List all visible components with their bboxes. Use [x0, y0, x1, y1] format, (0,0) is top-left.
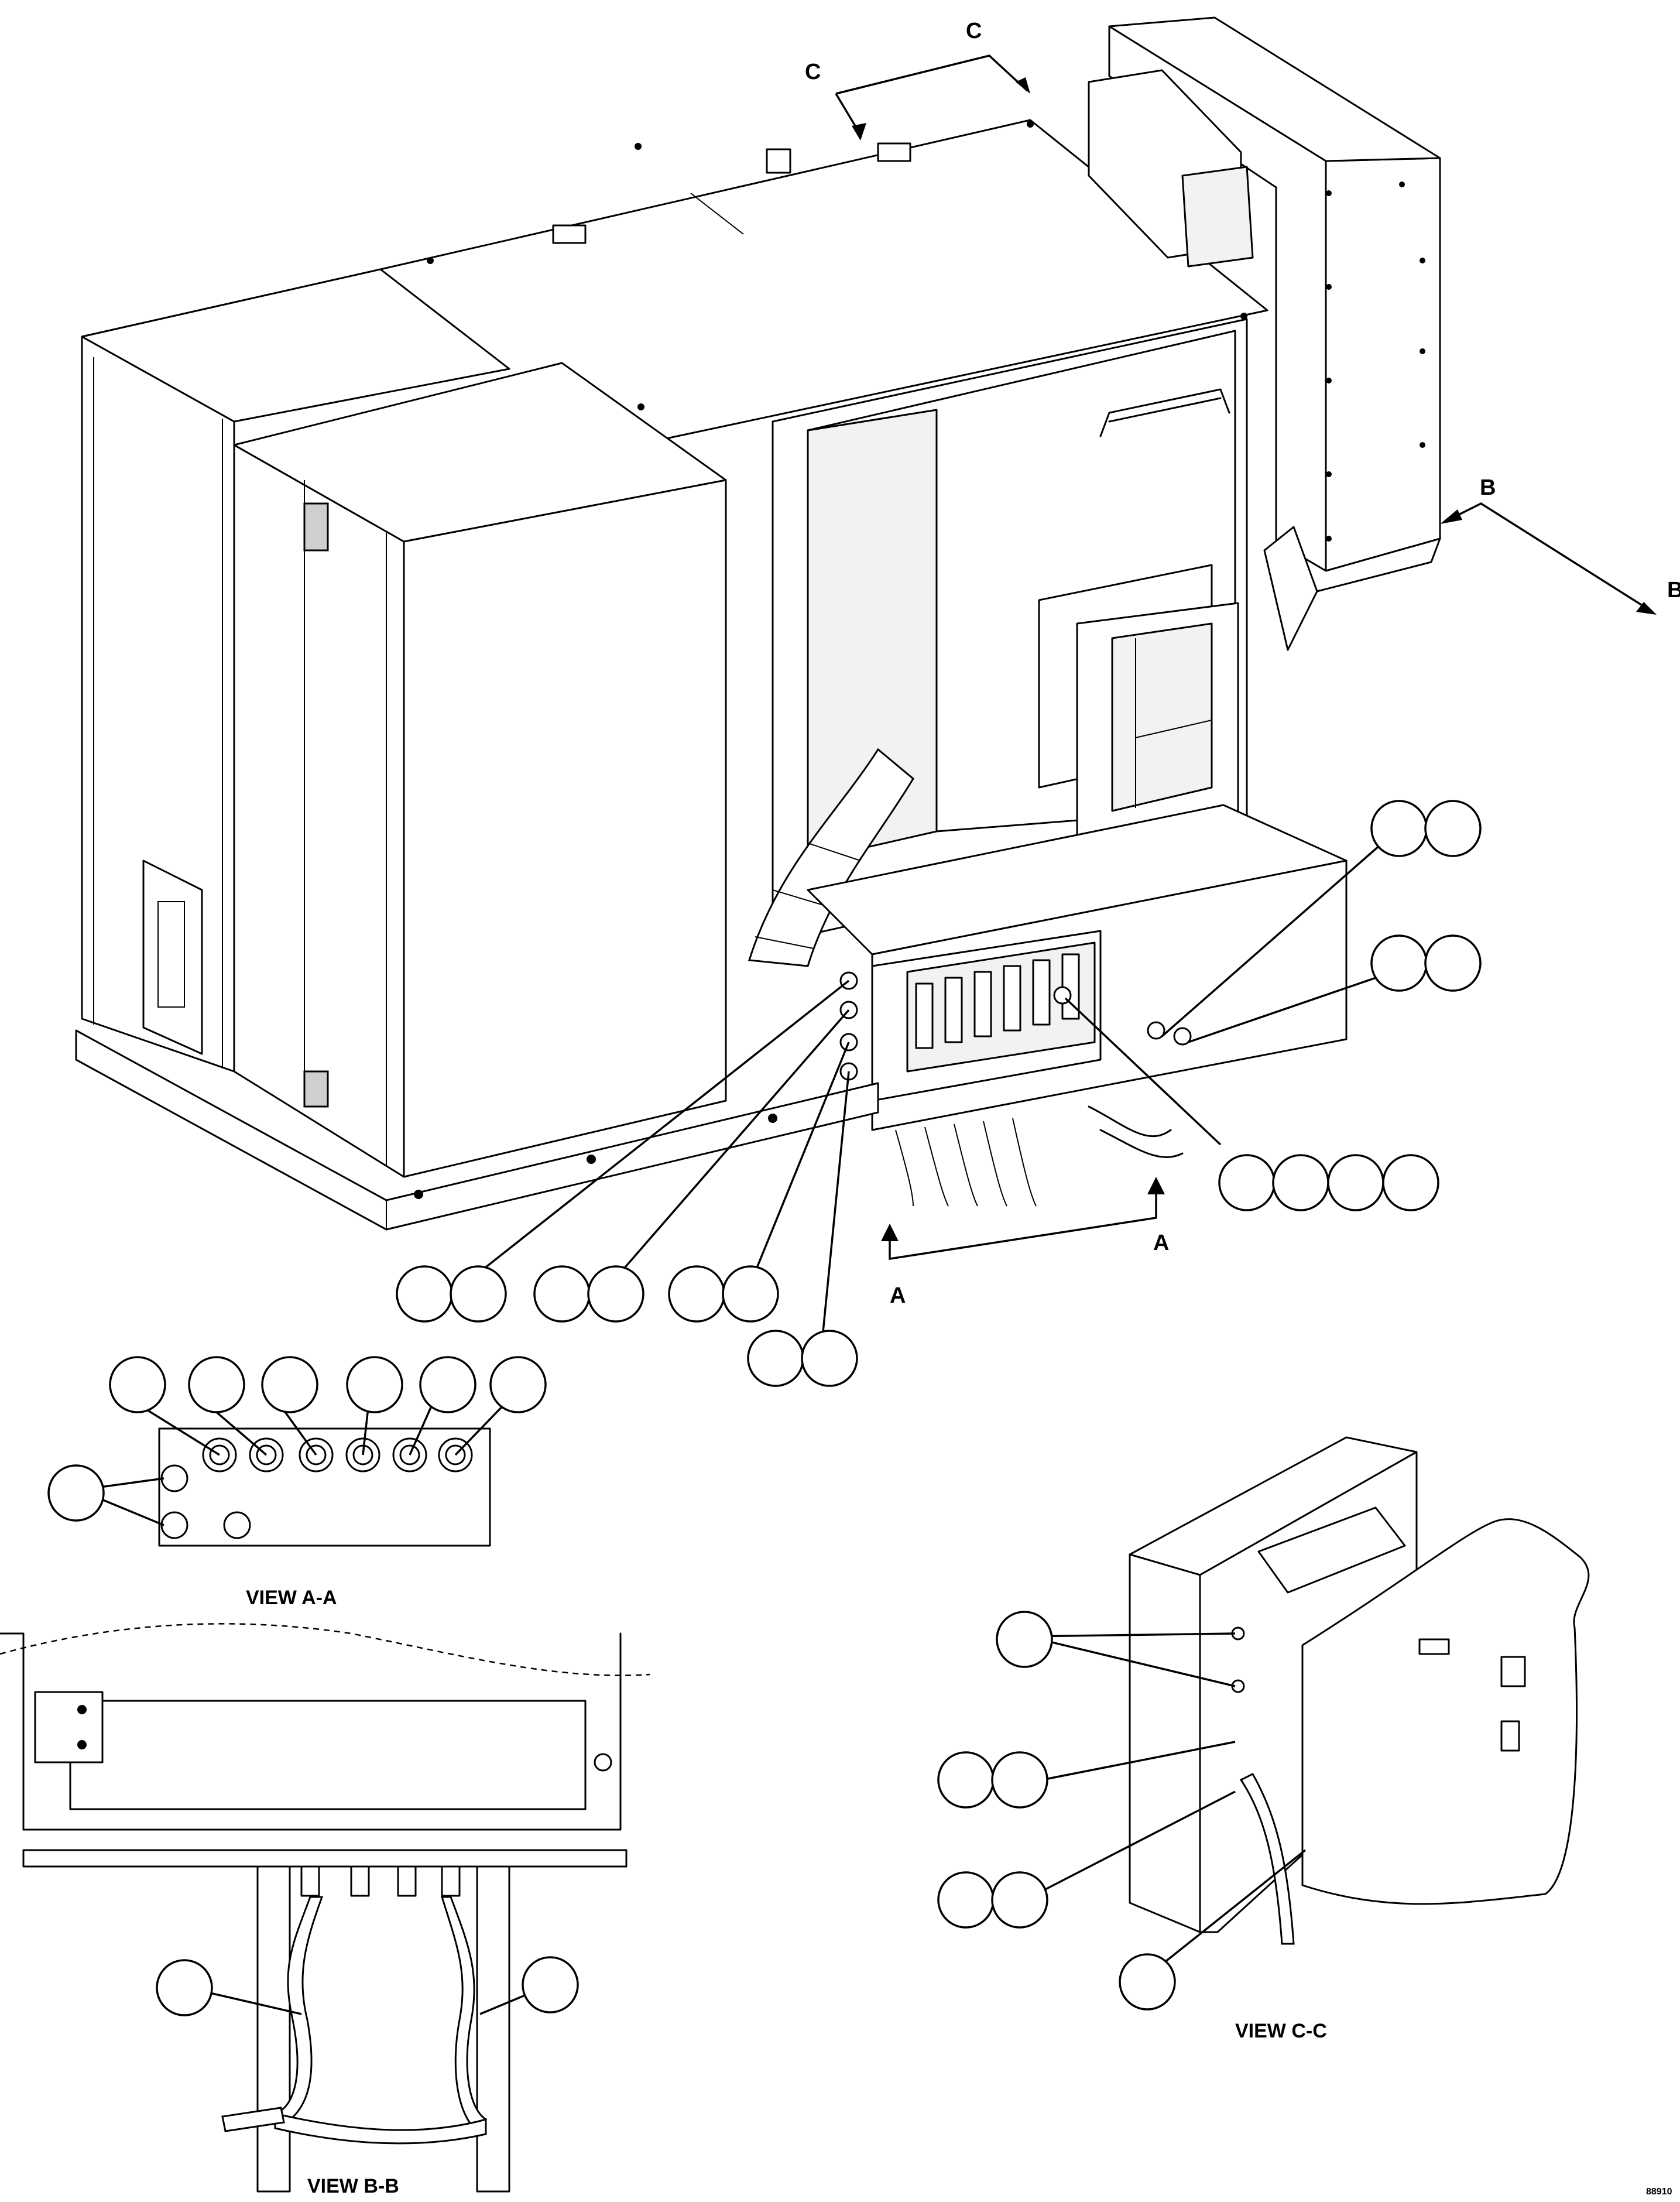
- middle-cabinet-side: [403, 479, 727, 1178]
- view-a-a: VIEW A-A: [47, 1356, 547, 1609]
- callout-bubble: [1370, 934, 1428, 992]
- callout-bubble: [156, 1959, 213, 2016]
- callout-bubble: [937, 1871, 995, 1929]
- callout-bubble: [1370, 800, 1428, 857]
- callout-bubble: [533, 1265, 591, 1323]
- callout-bubble: [1272, 1154, 1329, 1211]
- access-plate: [142, 859, 203, 1055]
- callout-bubble: [991, 1871, 1048, 1929]
- duct-opening: [1111, 622, 1213, 812]
- view-b-bottom-rail: [22, 1849, 628, 1868]
- callout-bubble: [419, 1356, 476, 1413]
- callout-bubble: [1218, 1154, 1276, 1211]
- view-b-connectors: [300, 1865, 461, 1897]
- section-c-left-label: C: [805, 60, 821, 84]
- view-c-caption: VIEW C-C: [1235, 2020, 1327, 2042]
- callout-bubble: [1119, 1953, 1176, 2011]
- section-markers: C C B B A A: [805, 19, 1680, 1308]
- door-handle: [1099, 388, 1230, 437]
- middle-cabinet-front: [233, 444, 405, 1178]
- callout-bubble: [587, 1265, 644, 1323]
- view-a-caption: VIEW A-A: [246, 1587, 337, 1609]
- figure-code: 88910: [1646, 2187, 1672, 2197]
- bracket: [1263, 526, 1318, 651]
- callout-bubble: [396, 1265, 453, 1323]
- callout-bubble: [188, 1356, 245, 1413]
- callout-bubble: [47, 1464, 105, 1522]
- view-c-c: VIEW C-C: [937, 1436, 1590, 2042]
- left-cabinet-side: [81, 268, 510, 423]
- callout-bubble: [937, 1751, 995, 1809]
- view-c-transformer: [1257, 1506, 1406, 1594]
- section-b-top-label: B: [1480, 475, 1496, 500]
- callout-bubble: [450, 1265, 507, 1323]
- section-a-left-label: A: [890, 1283, 906, 1308]
- callout-bubble: [1327, 1154, 1384, 1211]
- callout-bubble: [261, 1356, 318, 1413]
- callout-bubble: [801, 1330, 858, 1387]
- cable-bundle: [895, 1105, 1184, 1207]
- view-b-hinge: [34, 1691, 104, 1763]
- main-callouts: [396, 800, 1482, 1387]
- terminals: [915, 953, 1080, 1049]
- callout-bubble: [996, 1611, 1053, 1668]
- main-assembly: [75, 16, 1441, 1231]
- break-line: [0, 1623, 650, 1676]
- callout-bubble: [747, 1330, 804, 1387]
- view-c-cover: [1301, 1518, 1590, 1905]
- section-a-right-label: A: [1153, 1231, 1169, 1255]
- section-b-bottom-label: B: [1667, 578, 1680, 602]
- right-box-front: [1325, 157, 1441, 572]
- view-c-cable: [1239, 1773, 1295, 1945]
- heatsink: [1181, 166, 1254, 268]
- callout-bubble: [346, 1356, 403, 1413]
- view-c-box-front: [1129, 1553, 1201, 1933]
- callout-bubble: [668, 1265, 725, 1323]
- callout-bubble: [1424, 800, 1482, 857]
- callout-bubble: [722, 1265, 779, 1323]
- callout-bubble: [1382, 1154, 1439, 1211]
- view-b-caption: VIEW B-B: [307, 2175, 399, 2197]
- callout-bubble: [991, 1751, 1048, 1809]
- callout-bubble: [1424, 934, 1482, 992]
- callout-bubble: [489, 1356, 547, 1413]
- section-c-right-label: C: [966, 19, 982, 43]
- callout-bubble: [109, 1356, 166, 1413]
- view-b-b: VIEW B-B: [0, 1623, 650, 2197]
- callout-bubble: [522, 1956, 579, 2013]
